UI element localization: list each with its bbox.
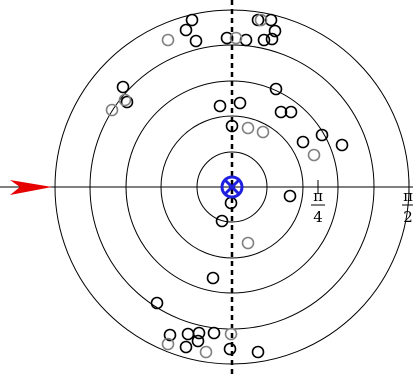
data-point [229, 31, 243, 45]
data-point [256, 125, 270, 139]
data-point [161, 33, 175, 47]
data-point [120, 95, 134, 109]
tick-label-pi-over-2-denominator: 2 [403, 208, 413, 226]
data-point [233, 96, 247, 110]
data-point [179, 340, 193, 354]
arrow-right-icon [10, 180, 52, 195]
data-point [220, 31, 234, 45]
data-point [215, 214, 229, 228]
data-point [105, 103, 119, 117]
data-point [296, 135, 310, 149]
data-point [161, 337, 175, 351]
data-point [224, 327, 238, 341]
tick-label-pi-over-4: π 4 [311, 187, 325, 226]
data-point [189, 34, 203, 48]
data-point [283, 189, 297, 203]
target-cross-icon-ring [220, 175, 244, 199]
data-point [241, 236, 255, 250]
data-point [225, 119, 239, 133]
tick-label-pi-over-4-numerator: π [313, 187, 323, 205]
tick-label-pi-over-2-numerator: π [403, 187, 413, 205]
data-point [206, 271, 220, 285]
data-point [150, 296, 164, 310]
data-point [264, 13, 278, 27]
data-point [163, 328, 177, 342]
data-point [191, 334, 205, 348]
data-point [179, 23, 193, 37]
data-point [335, 138, 349, 152]
data-point [181, 327, 195, 341]
arrow-right-icon-shape [10, 180, 52, 195]
data-point [185, 13, 199, 27]
data-point [199, 345, 213, 359]
data-point [223, 342, 237, 356]
data-points [105, 13, 349, 359]
data-point [284, 105, 298, 119]
data-point [268, 24, 282, 38]
data-point [241, 121, 255, 135]
tick-label-pi-over-2: π 2 [402, 187, 413, 226]
data-point [116, 80, 130, 94]
data-point [269, 82, 283, 96]
data-point [118, 93, 132, 107]
data-point [207, 326, 221, 340]
target-cross-icon-stroke-2 [223, 178, 241, 196]
data-point [239, 33, 253, 47]
data-point [265, 32, 279, 46]
data-point [192, 326, 206, 340]
data-point [251, 345, 265, 359]
data-point [274, 105, 288, 119]
data-point [257, 33, 271, 47]
data-point [307, 148, 321, 162]
target-cross-icon [220, 175, 244, 199]
tick-label-pi-over-4-denominator: 4 [313, 208, 323, 226]
data-point [254, 13, 268, 27]
data-point [213, 99, 227, 113]
data-point [315, 128, 329, 142]
